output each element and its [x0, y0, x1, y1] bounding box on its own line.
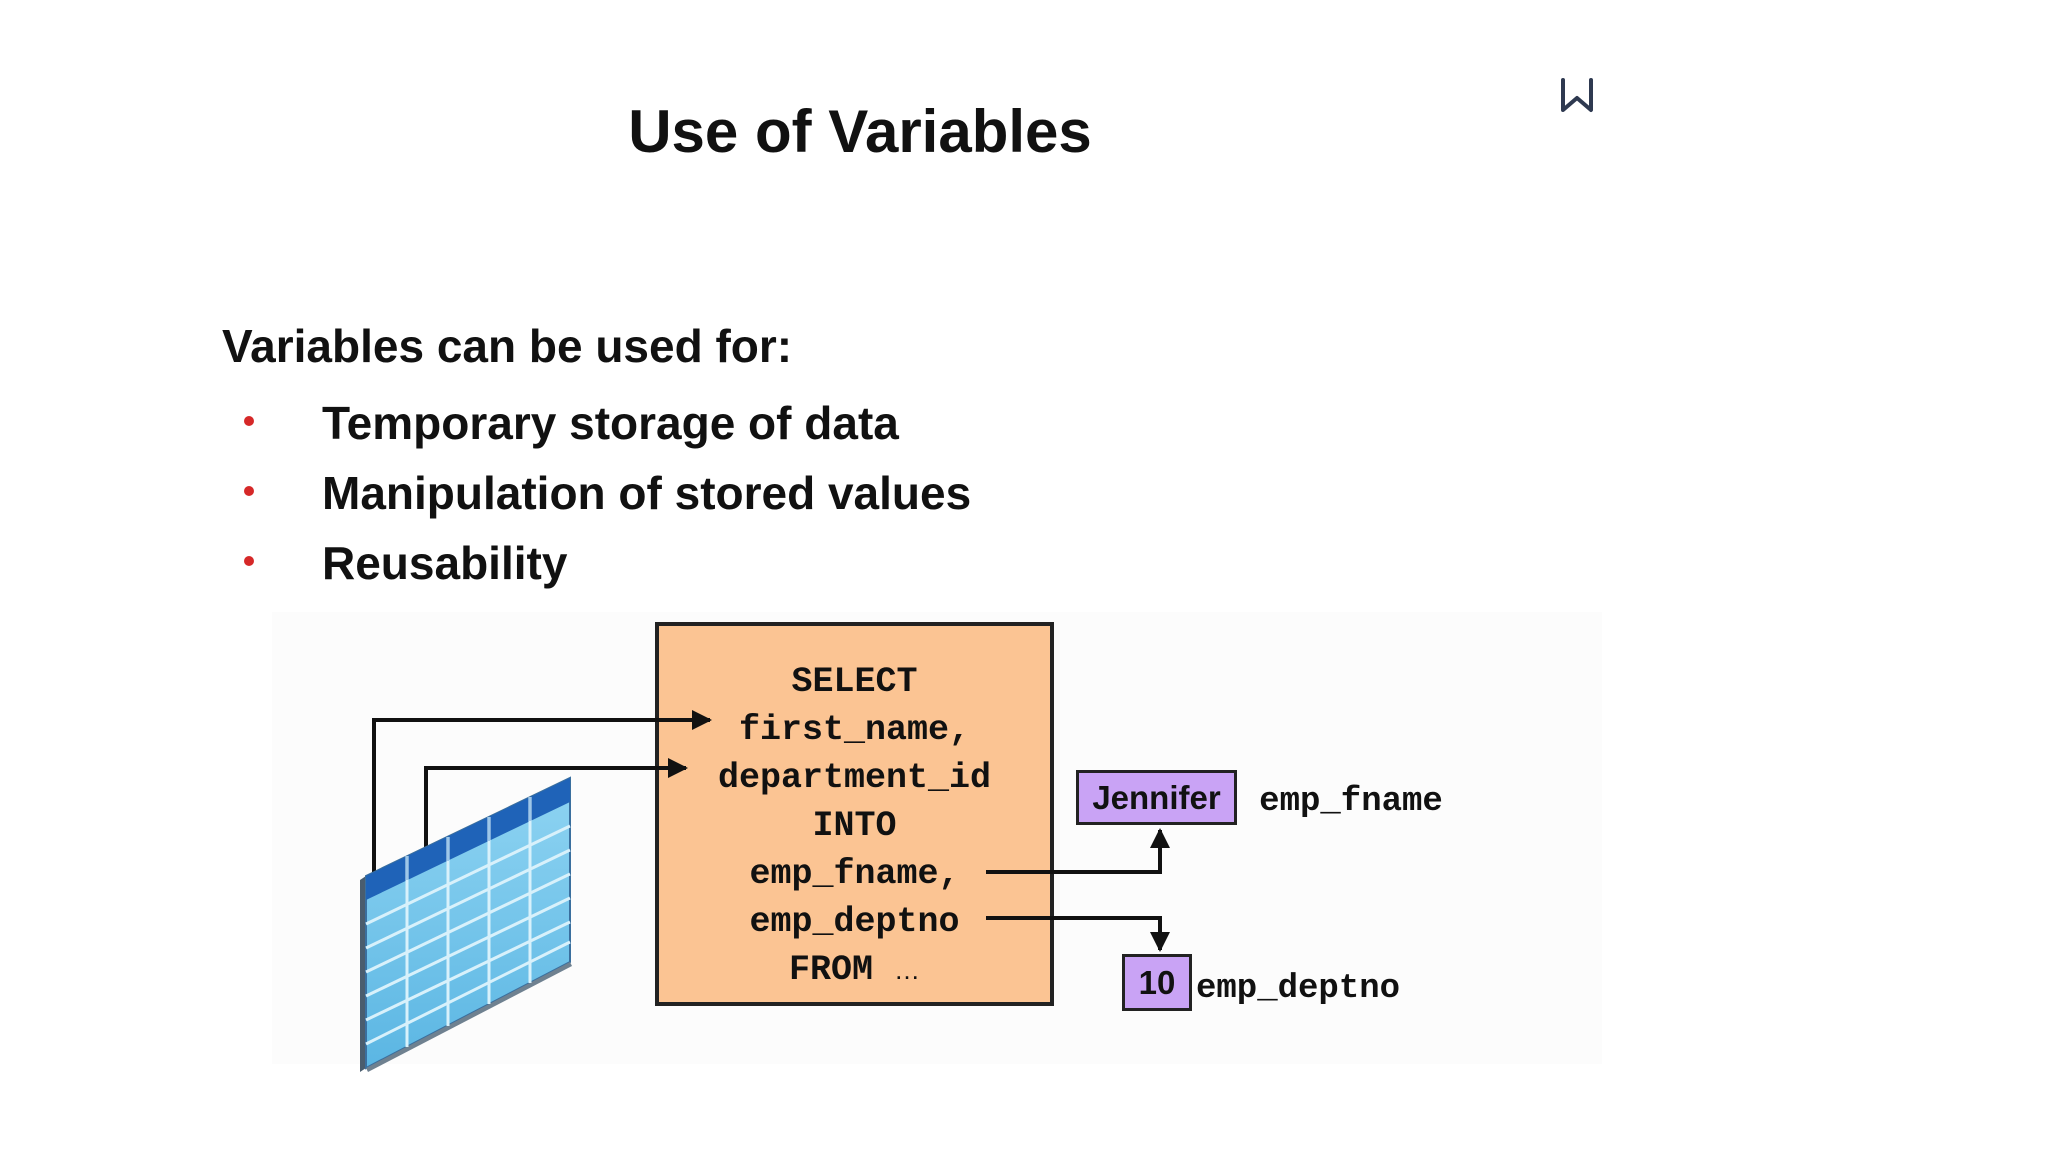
emp-fname-variable-label: emp_fname: [1259, 783, 1443, 821]
bullet-list: Temporary storage of data Manipulation o…: [222, 388, 971, 598]
emp-deptno-variable-label: emp_deptno: [1196, 970, 1401, 1008]
slide-title: Use of Variables: [628, 98, 1092, 165]
bullet-dot-icon: [244, 416, 254, 426]
sql-line: first_name,: [738, 710, 971, 750]
bullet-item: Reusability: [222, 528, 971, 598]
bullet-text: Manipulation of stored values: [322, 467, 972, 519]
database-table-icon: [360, 776, 572, 1072]
emp-deptno-value-box: 10: [1122, 954, 1192, 1011]
sql-line-from: FROM …: [659, 948, 1050, 992]
bullet-dot-icon: [244, 556, 254, 566]
bullet-text: Temporary storage of data: [322, 397, 899, 449]
intro-text: Variables can be used for:: [222, 320, 793, 372]
sql-from-keyword: FROM: [788, 950, 873, 990]
bullet-dot-icon: [244, 486, 254, 496]
bullet-text: Reusability: [322, 537, 568, 589]
sql-line: department_id: [717, 758, 992, 798]
sql-ellipsis: …: [894, 955, 921, 985]
emp-fname-value-box: Jennifer: [1076, 770, 1237, 825]
sql-line: emp_deptno: [749, 902, 960, 942]
sql-line: SELECT: [791, 662, 918, 702]
sql-line: emp_fname,: [749, 854, 960, 894]
sql-line: INTO: [812, 806, 897, 846]
bookmark-icon[interactable]: [1555, 74, 1599, 118]
sql-statement-box: SELECT first_name, department_id INTO em…: [655, 622, 1054, 1006]
bullet-item: Temporary storage of data: [222, 388, 971, 458]
bullet-item: Manipulation of stored values: [222, 458, 971, 528]
